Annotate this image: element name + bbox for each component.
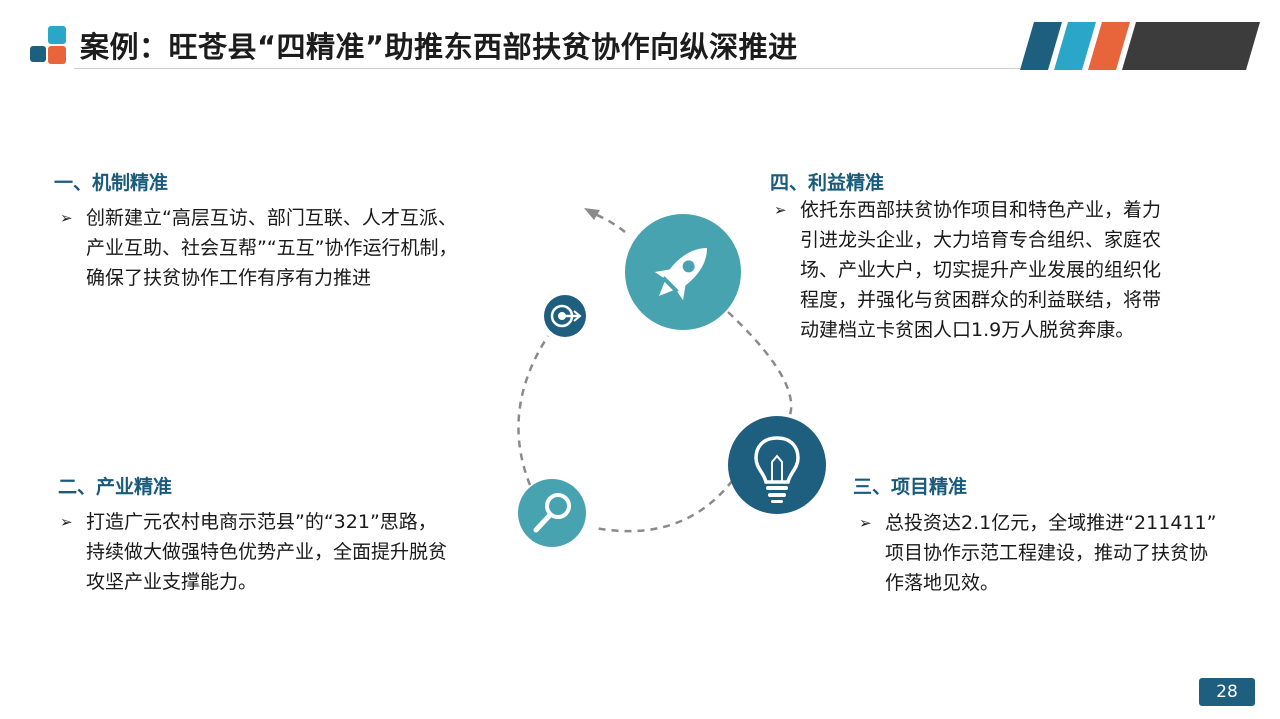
mechanism-heading: 一、机制精准 xyxy=(54,172,169,194)
header-decoration-bars xyxy=(1020,22,1260,70)
arrowhead xyxy=(584,208,600,220)
dashed-connector xyxy=(589,210,626,233)
project-heading: 三、项目精准 xyxy=(853,476,968,498)
lightbulb-icon xyxy=(728,416,826,514)
page-title: 案例：旺苍县“四精准”助推东西部扶贫协作向纵深推进 xyxy=(80,30,798,64)
bullet-arrow-icon: ➢ xyxy=(774,201,787,219)
rocket-icon xyxy=(625,214,741,330)
bullet-arrow-icon: ➢ xyxy=(60,513,73,531)
target-icon xyxy=(544,295,586,337)
title-divider xyxy=(74,68,1020,69)
page-number: 28 xyxy=(1199,678,1255,706)
dashed-connector xyxy=(594,469,742,533)
project-body: ➢ 总投资达2.1亿元，全域推进“211411” 项目协作示范工程建设，推动了扶… xyxy=(857,508,1216,598)
industry-heading: 二、产业精准 xyxy=(58,476,173,498)
benefit-heading: 四、利益精准 xyxy=(770,172,885,194)
dashed-connector xyxy=(727,311,793,416)
dashed-connector xyxy=(517,335,550,486)
cycle-diagram xyxy=(517,208,826,547)
industry-body: ➢ 打造广元农村电商示范县”的“321”思路， 持续做大做强特色优势产业，全面提… xyxy=(58,507,447,597)
logo-squares xyxy=(30,26,74,66)
search-icon xyxy=(518,479,586,547)
benefit-body: ➢ 依托东西部扶贫协作项目和特色产业，着力 引进龙头企业，大力培育专合组织、家庭… xyxy=(772,195,1161,345)
bullet-arrow-icon: ➢ xyxy=(60,209,73,227)
mechanism-body: ➢ 创新建立“高层互访、部门互联、人才互派、 产业互助、社会互帮”“五互”协作运… xyxy=(58,203,458,293)
bullet-arrow-icon: ➢ xyxy=(859,514,872,532)
